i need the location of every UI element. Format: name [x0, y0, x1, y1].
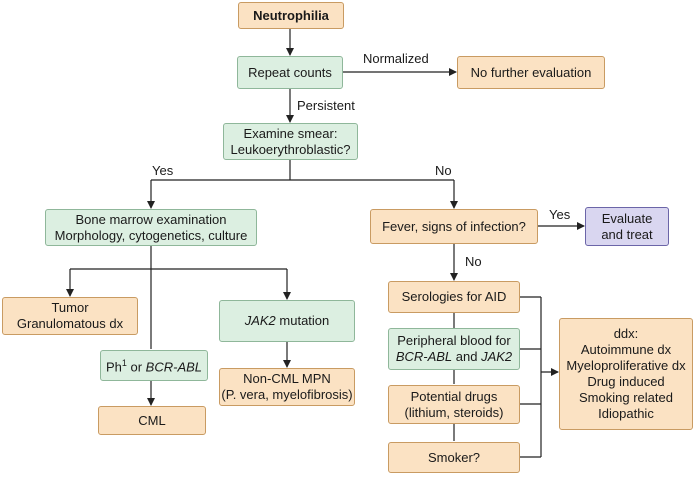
node-no-further-evaluation: No further evaluation: [457, 56, 605, 89]
node-peripheral-blood: Peripheral blood for BCR-ABL and JAK2: [388, 328, 520, 370]
ddx-item: Autoimmune dx: [580, 342, 672, 357]
node-ddx: ddx: Autoimmune dx Myeloproliferative dx…: [559, 318, 693, 430]
label-yes-fever: Yes: [549, 207, 571, 222]
node-ph1-bcr-abl: Ph1 or BCR-ABL: [100, 350, 208, 381]
node-non-cml-mpn: Non-CML MPN (P. vera, myelofibrosis): [219, 368, 355, 406]
node-bone-marrow: Bone marrow examination Morphology, cyto…: [45, 209, 257, 246]
label-persistent: Persistent: [297, 98, 355, 113]
node-smoker: Smoker?: [388, 442, 520, 473]
node-repeat-counts: Repeat counts: [237, 56, 343, 89]
ddx-title: ddx:: [613, 326, 639, 341]
node-jak2-mutation: JAK2 mutation: [219, 300, 355, 342]
node-fever: Fever, signs of infection?: [370, 209, 538, 244]
label-no-fever: No: [465, 254, 482, 269]
ddx-item: Idiopathic: [598, 406, 654, 421]
label-normalized: Normalized: [363, 51, 429, 66]
node-potential-drugs: Potential drugs (lithium, steroids): [388, 385, 520, 424]
node-tumor: Tumor Granulomatous dx: [2, 297, 138, 335]
label-no-right: No: [435, 163, 452, 178]
node-serologies: Serologies for AID: [388, 281, 520, 313]
node-cml: CML: [98, 406, 206, 435]
ddx-item: Drug induced: [587, 374, 665, 389]
node-neutrophilia: Neutrophilia: [238, 2, 344, 29]
node-evaluate-treat: Evaluate and treat: [585, 207, 669, 246]
label-yes-left: Yes: [152, 163, 174, 178]
ddx-item: Myeloproliferative dx: [566, 358, 686, 373]
ddx-item: Smoking related: [579, 390, 673, 405]
node-examine-smear: Examine smear: Leukoerythroblastic?: [223, 123, 358, 160]
